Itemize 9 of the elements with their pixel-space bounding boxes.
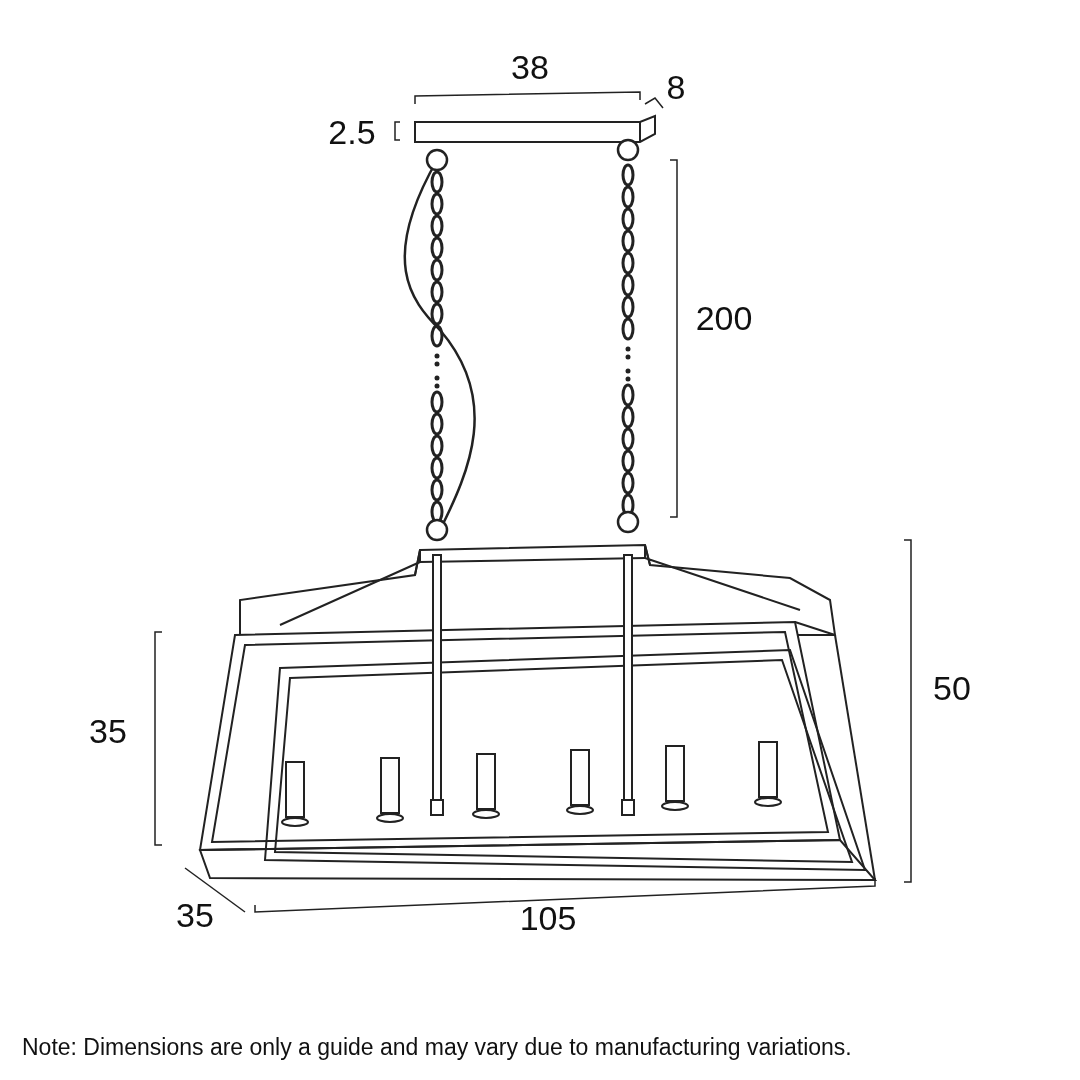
dimension-label: 8 xyxy=(666,69,686,105)
dimension-label: 50 xyxy=(933,670,971,706)
dimension-label: 38 xyxy=(511,49,549,85)
dimension-label: 200 xyxy=(695,300,753,336)
dimension-label: 105 xyxy=(519,900,577,936)
dimension-label: 35 xyxy=(176,897,214,933)
dimension-label: 2.5 xyxy=(328,114,376,150)
note-text: Note: Dimensions are only a guide and may vary due to manufacturing variations. xyxy=(22,1034,852,1060)
dimension-label: 35 xyxy=(89,713,127,749)
